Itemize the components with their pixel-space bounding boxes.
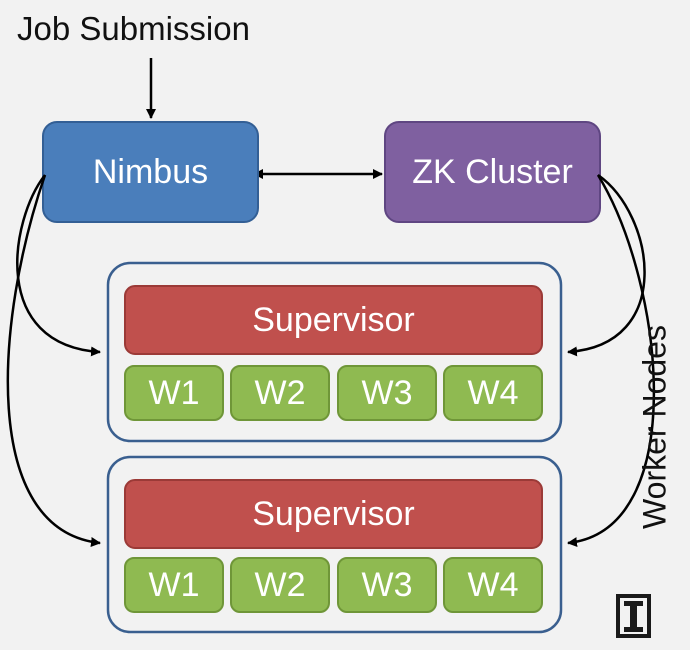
- worker-label: W3: [361, 565, 413, 604]
- zk-to-node1-arrow: [567, 173, 646, 357]
- worker-label: W1: [148, 373, 200, 412]
- supervisor-box: [124, 479, 543, 549]
- worker-label: W4: [467, 565, 519, 604]
- worker-nodes-label: Worker Nodes: [636, 325, 673, 529]
- worker-box: [337, 365, 437, 421]
- worker-box: [443, 365, 543, 421]
- zk-cluster-label: ZK Cluster: [412, 152, 573, 191]
- job-submission-label: Job Submission: [17, 10, 250, 47]
- worker-label: W1: [148, 565, 200, 604]
- worker-box: [230, 557, 330, 613]
- supervisor-label: Supervisor: [252, 300, 415, 339]
- supervisor-box: [124, 285, 543, 355]
- supervisor-label: Supervisor: [252, 494, 415, 533]
- worker-box: [124, 557, 224, 613]
- zk-to-node2-arrow: [567, 174, 656, 547]
- zk-cluster-box: [384, 121, 601, 223]
- worker-box: [337, 557, 437, 613]
- worker-box: [124, 365, 224, 421]
- worker-label: W2: [254, 565, 306, 604]
- worker-box: [443, 557, 543, 613]
- nimbus-to-node2-arrow: [6, 174, 101, 547]
- worker-label: W3: [361, 373, 413, 412]
- nimbus-box: [42, 121, 259, 223]
- worker-box: [230, 365, 330, 421]
- worker-label: W2: [254, 373, 306, 412]
- nimbus-label: Nimbus: [92, 152, 209, 191]
- worker-label: W4: [467, 373, 519, 412]
